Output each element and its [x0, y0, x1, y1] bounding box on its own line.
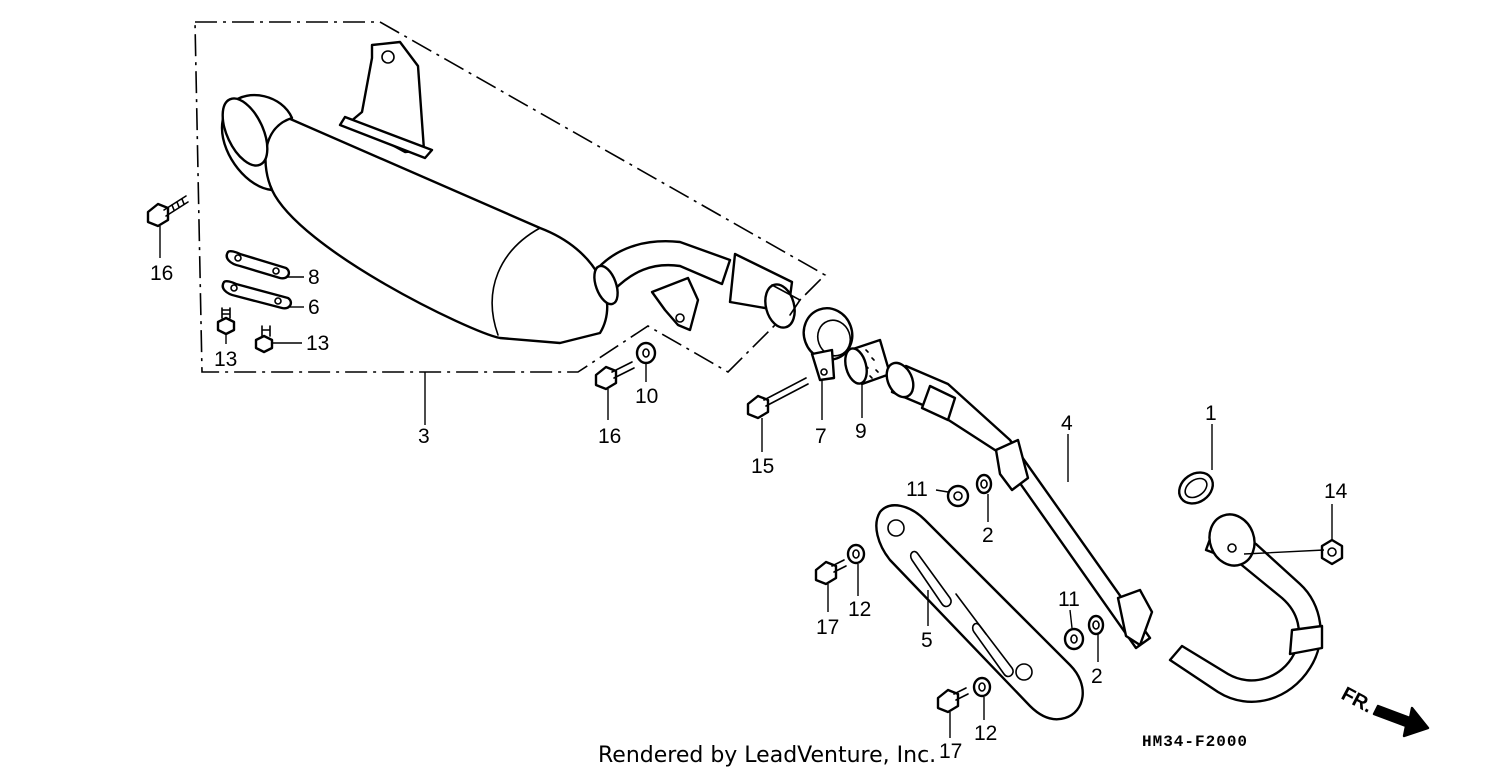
nut-14	[1320, 538, 1344, 566]
bolt-17-upper	[814, 559, 847, 586]
diagram-code: HM34-F2000	[1142, 733, 1248, 751]
bolt-16-center	[594, 361, 635, 391]
collar-12-lower	[972, 676, 992, 698]
callout-13-right: 13	[306, 332, 329, 355]
exhaust-pipe-4	[885, 361, 1154, 650]
callout-8: 8	[308, 266, 320, 289]
washer-10	[635, 341, 657, 365]
clamp-7	[802, 307, 854, 382]
heat-shield-5	[875, 504, 1084, 721]
exhaust-header-pipe	[1168, 513, 1324, 703]
callout-13-left: 13	[214, 348, 237, 371]
callout-16-left: 16	[150, 262, 173, 285]
collar-11-upper	[946, 484, 970, 508]
washer-2-upper	[975, 473, 993, 495]
leader-11a	[935, 489, 949, 493]
muffler-assembly-outline	[194, 21, 827, 373]
leader-14	[1243, 504, 1333, 555]
callout-12-upper: 12	[848, 598, 871, 621]
plate-6	[221, 279, 293, 310]
callout-16-center: 16	[598, 425, 621, 448]
callout-5: 5	[921, 629, 933, 652]
callout-15: 15	[751, 455, 774, 478]
callout-7: 7	[815, 425, 827, 448]
callout-11-upper: 11	[906, 478, 928, 501]
callout-14: 14	[1324, 480, 1348, 503]
front-direction-arrow: FR.	[1338, 683, 1430, 738]
rendered-by-footer: Rendered by LeadVenture, Inc.	[598, 743, 936, 768]
front-direction-label: FR.	[1338, 683, 1377, 718]
callout-1: 1	[1205, 402, 1217, 425]
callout-6: 6	[308, 296, 320, 319]
collar-11-lower	[1063, 627, 1085, 651]
gasket-1	[1178, 471, 1214, 505]
callout-2-upper: 2	[982, 524, 994, 547]
bolt-17-lower	[936, 687, 969, 714]
callout-17-upper: 17	[816, 616, 839, 639]
callout-10: 10	[635, 385, 658, 408]
screw-13-a	[216, 307, 236, 336]
callout-12-lower: 12	[974, 722, 997, 745]
callout-11-lower: 11	[1058, 588, 1080, 611]
washer-2-lower	[1087, 614, 1105, 636]
bolt-15	[746, 377, 809, 420]
callout-3: 3	[418, 425, 430, 448]
bolt-16-left	[146, 195, 189, 228]
collar-12-upper	[846, 543, 866, 565]
gasket-9	[844, 338, 892, 386]
muffler	[220, 40, 802, 345]
callout-17-lower: 17	[939, 740, 962, 763]
callout-9: 9	[855, 420, 867, 443]
callout-4: 4	[1061, 412, 1073, 435]
callout-2-lower: 2	[1091, 665, 1103, 688]
plate-8	[225, 249, 291, 280]
screw-13-b	[254, 325, 274, 354]
leader-11b	[1069, 609, 1073, 629]
